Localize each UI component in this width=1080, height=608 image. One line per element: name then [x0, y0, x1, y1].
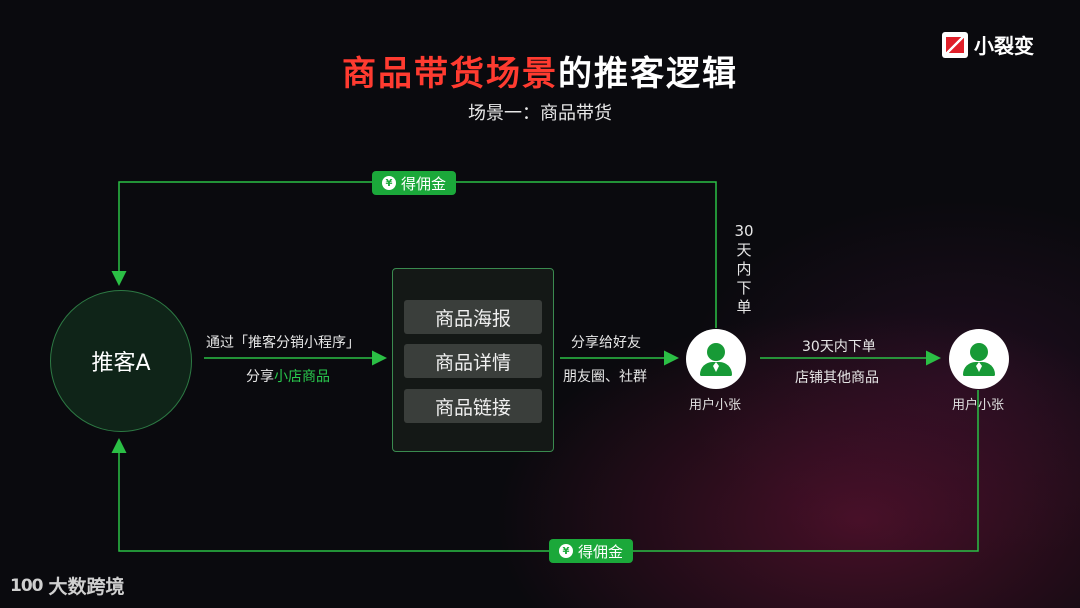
page-subtitle: 场景一：商品带货 [468, 103, 612, 124]
page-title: 商品带货场景的推客逻辑 [0, 46, 1080, 95]
moments-groups-label: 朋友圈、社群 [563, 369, 647, 385]
commission-badge-bottom: ¥ 得佣金 [549, 539, 634, 563]
promoter-node: 推客A [50, 290, 192, 432]
commission-badge-top: ¥ 得佣金 [372, 171, 457, 195]
product-details: 商品详情 [404, 344, 542, 378]
user-icon [686, 329, 746, 389]
order-within-30-days-vertical: 30天内下单 [734, 222, 754, 316]
brand-mark-icon [942, 31, 968, 58]
store-products-highlight: 小店商品 [274, 369, 330, 385]
title-highlight: 商品带货场景 [342, 54, 558, 94]
share-via-label: 通过「推客分销小程序」 [206, 335, 360, 351]
share-friends-label: 分享给好友 [571, 335, 641, 351]
user-icon [949, 329, 1009, 389]
commission-top-label: 得佣金 [401, 174, 447, 193]
user2-label: 用户小张 [952, 398, 1005, 413]
products-box: 商品海报 商品详情 商品链接 [392, 268, 554, 452]
commission-bottom-line [111, 390, 979, 552]
product-poster: 商品海报 [404, 300, 542, 334]
share-store-products-label: 分享小店商品 [246, 366, 330, 386]
commission-bottom-label: 得佣金 [578, 542, 624, 561]
watermark-mark: 100 [10, 575, 43, 596]
watermark-logo: 100 大数跨境 [10, 572, 125, 599]
user1-label: 用户小张 [689, 398, 742, 413]
watermark-text: 大数跨境 [48, 576, 125, 598]
brand-logo-text: 小裂变 [974, 34, 1034, 58]
order-within-30-days-label: 30天内下单 [802, 339, 876, 355]
promoter-label: 推客A [91, 351, 151, 376]
brand-logo: 小裂变 [942, 30, 1034, 59]
share-prefix: 分享 [246, 369, 274, 385]
other-store-products-label: 店铺其他商品 [795, 370, 879, 386]
product-link: 商品链接 [404, 389, 542, 423]
title-rest: 的推客逻辑 [558, 54, 738, 94]
yen-icon: ¥ [382, 176, 396, 190]
yen-icon: ¥ [559, 544, 573, 558]
